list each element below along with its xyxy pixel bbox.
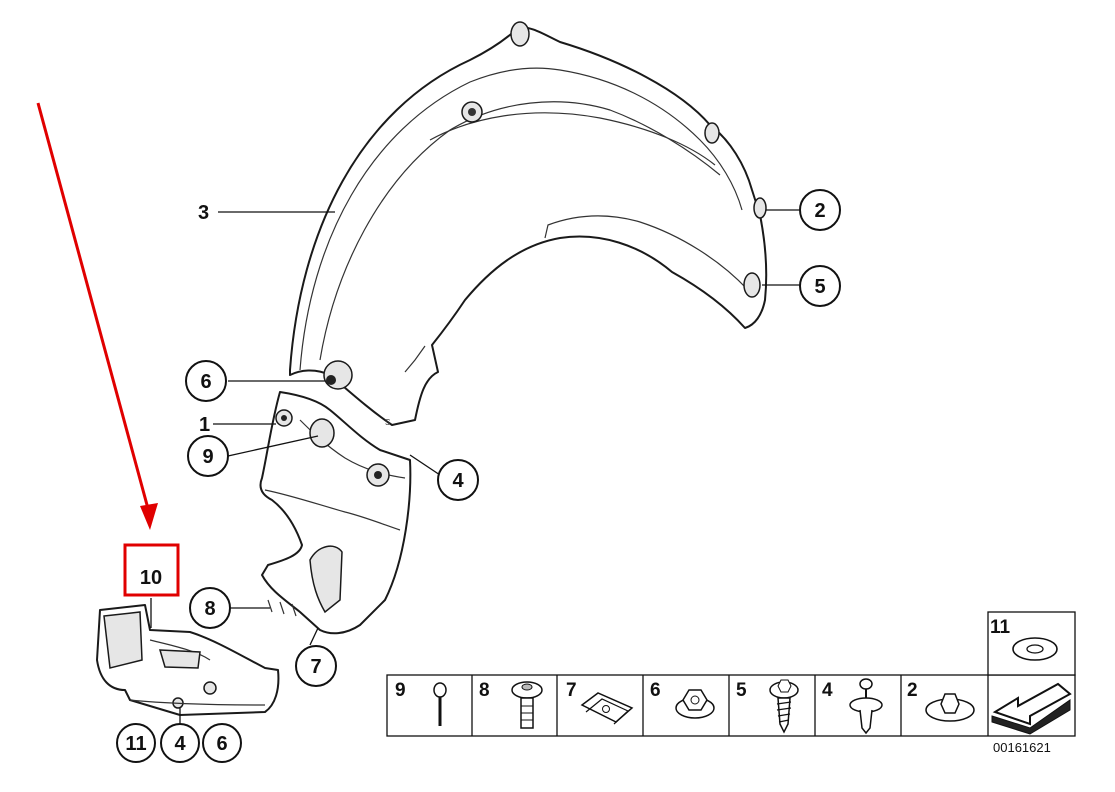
legend-cell-2: 2 <box>907 680 975 722</box>
callout-8: 8 <box>189 587 231 629</box>
callout-11-bottom: 11 <box>116 723 156 763</box>
callout-3: 3 <box>198 202 209 224</box>
screw-icon <box>769 679 799 734</box>
callout-4-bottom: 4 <box>160 723 200 763</box>
svg-text:11: 11 <box>990 617 1011 638</box>
svg-text:4: 4 <box>822 680 833 701</box>
direction-arrow-icon <box>991 682 1072 735</box>
fastener-legend: 9 8 7 6 <box>386 611 1076 737</box>
wheel-arch-liner: S <box>289 21 768 427</box>
legend-cell-6: 6 <box>650 680 715 719</box>
svg-text:10: 10 <box>140 567 162 589</box>
rivet-icon <box>433 682 447 726</box>
callout-9: 9 <box>187 435 229 477</box>
callout-1: 1 <box>199 414 210 436</box>
svg-text:3: 3 <box>198 202 209 224</box>
svg-text:9: 9 <box>395 680 406 701</box>
svg-text:11: 11 <box>125 733 146 755</box>
svg-text:6: 6 <box>216 733 227 755</box>
svg-text:8: 8 <box>479 680 490 701</box>
callout-5: 5 <box>799 265 841 307</box>
bracket-part-10 <box>96 604 280 716</box>
svg-text:8: 8 <box>204 598 215 620</box>
svg-text:7: 7 <box>566 680 577 701</box>
flange-nut-icon <box>925 693 975 722</box>
callout-4: 4 <box>437 459 479 501</box>
expanding-rivet-icon <box>849 678 883 735</box>
svg-text:6: 6 <box>650 680 661 701</box>
leader-lines <box>150 209 800 725</box>
push-clip-icon <box>511 681 543 729</box>
legend-cell-9: 9 <box>395 680 447 726</box>
hex-nut-icon <box>675 689 715 719</box>
svg-text:4: 4 <box>452 470 464 492</box>
svg-text:5: 5 <box>814 276 825 298</box>
callout-10-highlight: 10 <box>123 543 180 597</box>
diagram-code: 00161621 <box>993 740 1051 755</box>
lower-bracket <box>259 391 412 635</box>
legend-cell-direction <box>991 682 1072 735</box>
callout-6-bottom: 6 <box>202 723 242 763</box>
clip-nut-icon <box>580 692 634 725</box>
legend-cell-4: 4 <box>822 678 883 735</box>
svg-text:2: 2 <box>814 200 825 222</box>
legend-cell-7: 7 <box>566 680 634 725</box>
callout-2: 2 <box>799 189 841 231</box>
legend-cell-8: 8 <box>479 680 543 729</box>
svg-text:4: 4 <box>174 733 186 755</box>
svg-text:9: 9 <box>202 446 213 468</box>
svg-text:2: 2 <box>907 680 918 701</box>
svg-text:1: 1 <box>199 414 210 436</box>
callout-7: 7 <box>295 645 337 687</box>
highlight-arrow <box>36 102 158 530</box>
svg-text:7: 7 <box>310 656 321 678</box>
legend-cell-11: 11 <box>990 617 1058 661</box>
svg-text:6: 6 <box>200 371 211 393</box>
washer-icon <box>1012 637 1058 661</box>
callout-6-top: 6 <box>185 360 227 402</box>
legend-cell-5: 5 <box>736 679 799 734</box>
svg-text:5: 5 <box>736 680 747 701</box>
svg-text:S: S <box>385 418 390 427</box>
